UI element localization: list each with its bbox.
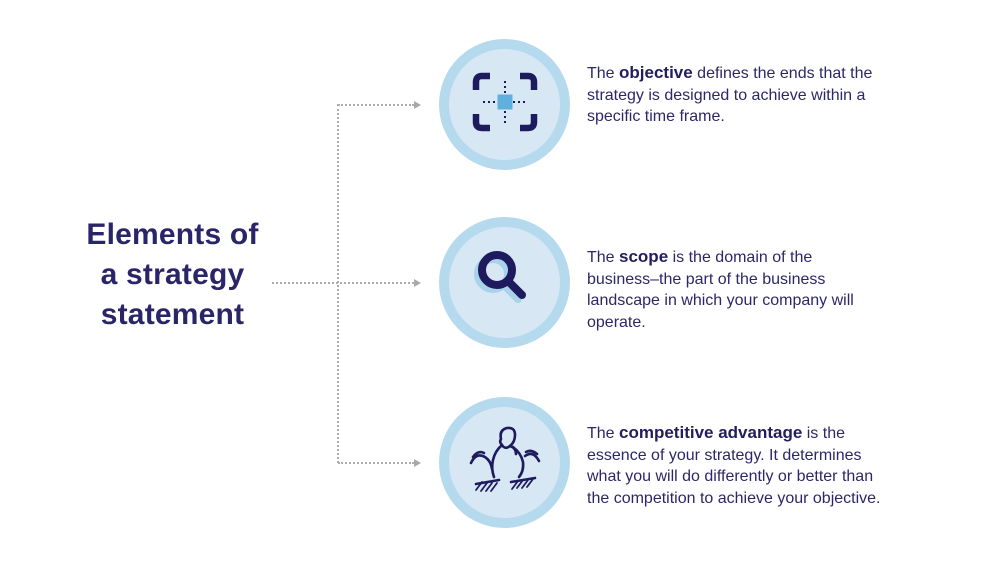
- connector-line-title: [272, 282, 414, 284]
- magnifying-glass-icon: [471, 246, 539, 319]
- objective-description: The objective defines the ends that the …: [587, 62, 887, 128]
- advantage-description: The competitive advantage is the essence…: [587, 422, 887, 509]
- scope-description: The scope is the domain of the business–…: [587, 246, 887, 333]
- objective-text-after: defines the ends that the strategy is de…: [587, 65, 873, 125]
- objective-text-before: The: [587, 65, 620, 82]
- diagram-title: Elements of a strategy statement: [86, 218, 259, 331]
- objective-circle: [439, 39, 570, 170]
- advantage-circle: [439, 397, 570, 528]
- target-viewfinder-icon: [472, 72, 538, 137]
- advantage-keyword: competitive advantage: [619, 423, 803, 442]
- arm-wrestling-icon: [463, 421, 547, 504]
- objective-keyword: objective: [619, 63, 693, 82]
- advantage-text-before: The: [587, 425, 620, 442]
- scope-circle: [439, 217, 570, 348]
- connector-line-advantage: [338, 462, 414, 464]
- scope-text-after: is the domain of the business–the part o…: [587, 249, 854, 331]
- connector-line-objective: [338, 104, 414, 106]
- arrowhead-scope: [414, 279, 421, 287]
- advantage-text-after: is the essence of your strategy. It dete…: [587, 425, 881, 507]
- scope-text-before: The: [587, 249, 620, 266]
- scope-keyword: scope: [619, 247, 669, 266]
- arrowhead-objective: [414, 101, 421, 109]
- arrowhead-advantage: [414, 459, 421, 467]
